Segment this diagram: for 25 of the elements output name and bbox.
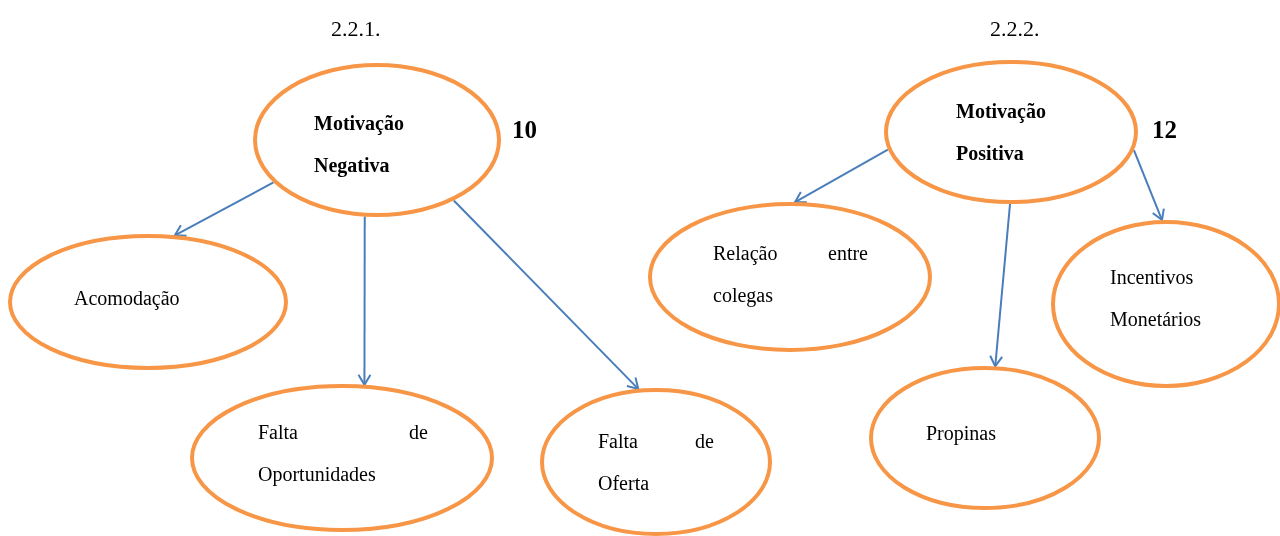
node-text: Acomodação	[74, 286, 181, 312]
arrow	[794, 148, 889, 204]
node-text: Propinas	[926, 421, 997, 447]
arrow	[357, 215, 372, 386]
section-number: 2.2.2.	[990, 16, 1040, 42]
node-text: Falta de Oportunidades	[258, 420, 428, 488]
ellipse-node	[8, 234, 288, 370]
node-text: Incentivos Monetários	[1110, 265, 1203, 332]
arrow	[1132, 149, 1165, 222]
ellipse-node	[884, 60, 1138, 204]
count-label: 10	[512, 116, 537, 144]
ellipse-node	[540, 388, 772, 536]
ellipse-node	[648, 202, 932, 352]
arrow	[989, 203, 1011, 368]
node-text: Motivação Positiva	[956, 99, 1047, 166]
ellipse-node	[869, 366, 1101, 510]
arrow	[452, 199, 640, 390]
node-text: Relação entre colegas	[713, 241, 868, 309]
count-label: 12	[1152, 116, 1177, 144]
ellipse-node	[190, 384, 494, 532]
ellipse-node	[253, 63, 501, 217]
arrow	[173, 181, 275, 237]
section-number: 2.2.1.	[331, 16, 381, 42]
node-text: Falta de Oferta	[598, 429, 714, 496]
node-text: Motivação Negativa	[314, 111, 405, 179]
